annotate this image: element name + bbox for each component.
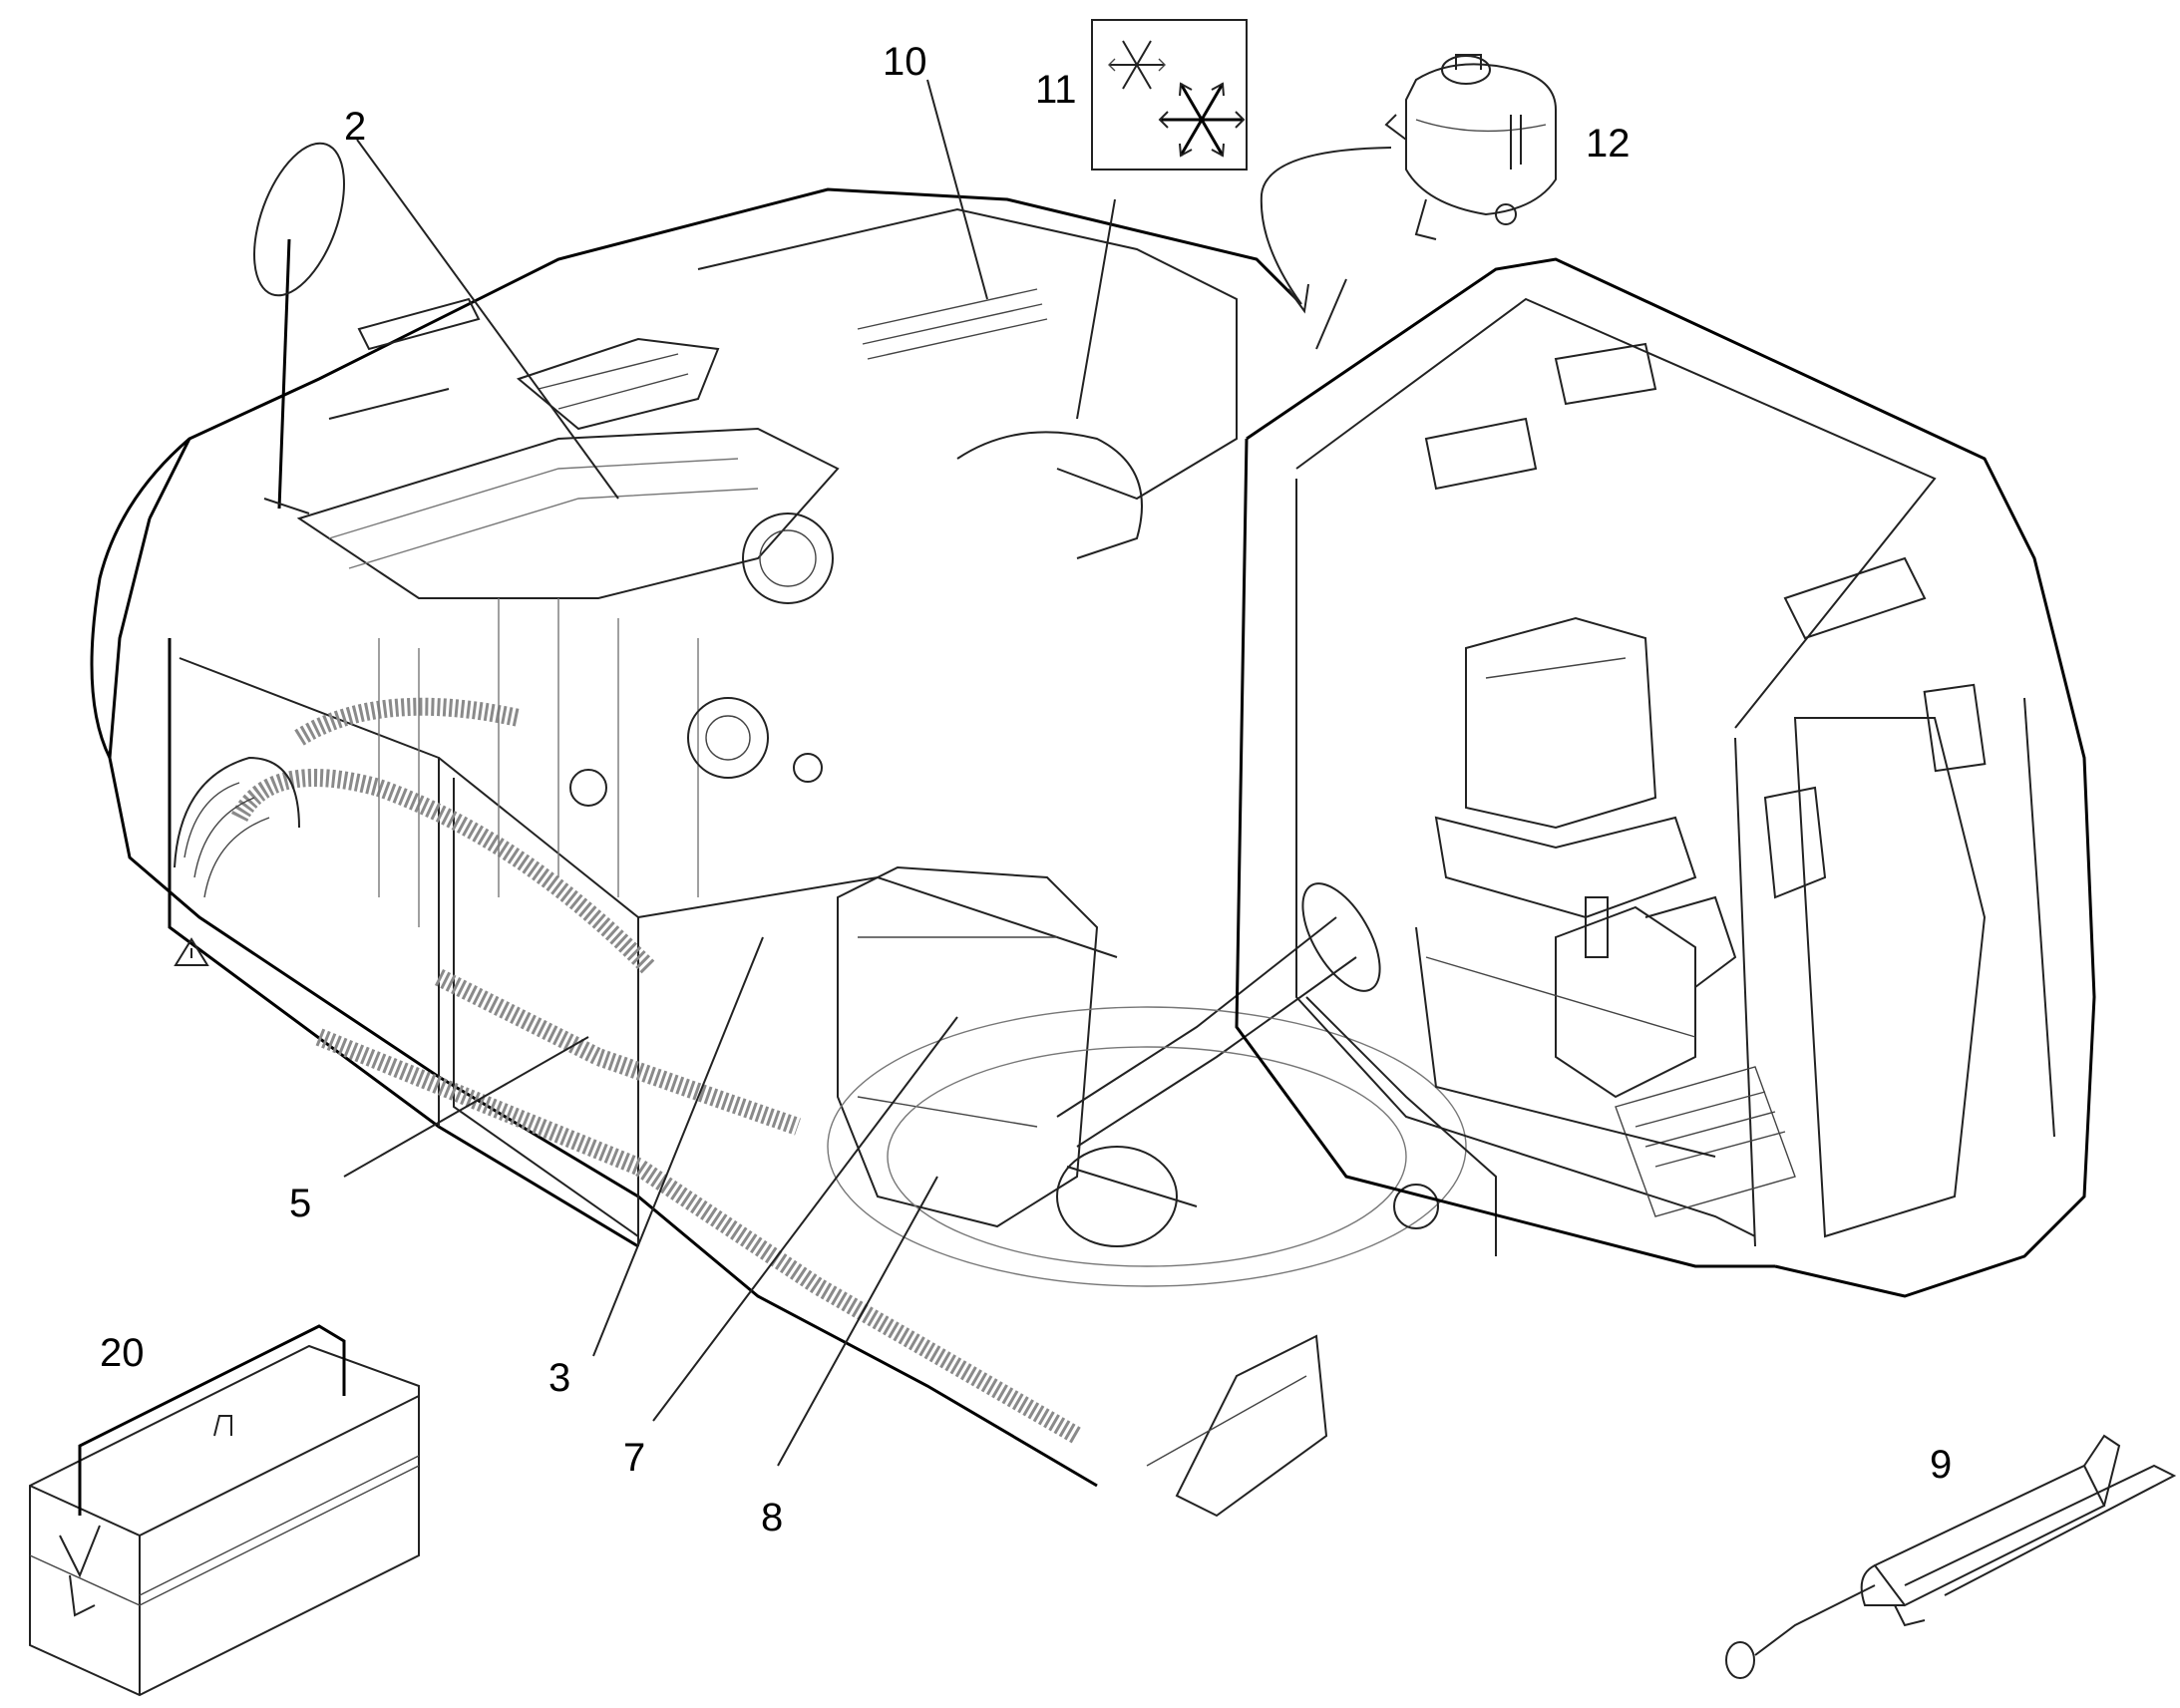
- arrow-head: [1287, 283, 1309, 314]
- callout-3: 3: [548, 1356, 570, 1400]
- callout-7: 7: [623, 1436, 645, 1480]
- callout-12: 12: [1586, 122, 1631, 166]
- callout-8: 8: [761, 1496, 783, 1539]
- toolbox: [29, 1324, 420, 1697]
- warning-triangle-icon: [174, 937, 209, 966]
- mirror-post: [253, 142, 345, 514]
- callout-2: 2: [344, 105, 366, 149]
- callout-labels: 2 3 5 7 8 9 10 11 12 20: [100, 40, 1952, 1539]
- excavator-uppercarriage: [90, 142, 1497, 1518]
- operator-cab: [1235, 257, 2096, 1298]
- operator-seat: [1434, 616, 1697, 919]
- tank-location-arrow: [1260, 147, 1392, 305]
- joystick-console: [1555, 895, 1737, 1099]
- callout-11: 11: [1035, 68, 1077, 112]
- callout-5: 5: [289, 1182, 311, 1225]
- radiator-grille: [174, 756, 300, 898]
- callout-9: 9: [1930, 1443, 1952, 1487]
- hydraulic-tank: [837, 865, 1381, 1247]
- engine-compartment: [296, 337, 840, 927]
- callout-20: 20: [100, 1331, 145, 1375]
- grease-gun: [1725, 1434, 2177, 1679]
- expansion-tank: [1384, 54, 1557, 240]
- cooler-housing: [697, 207, 1238, 559]
- callout-leaders: [343, 79, 1116, 1467]
- snowflake-icon: [1091, 19, 1248, 171]
- callout-10: 10: [883, 40, 927, 84]
